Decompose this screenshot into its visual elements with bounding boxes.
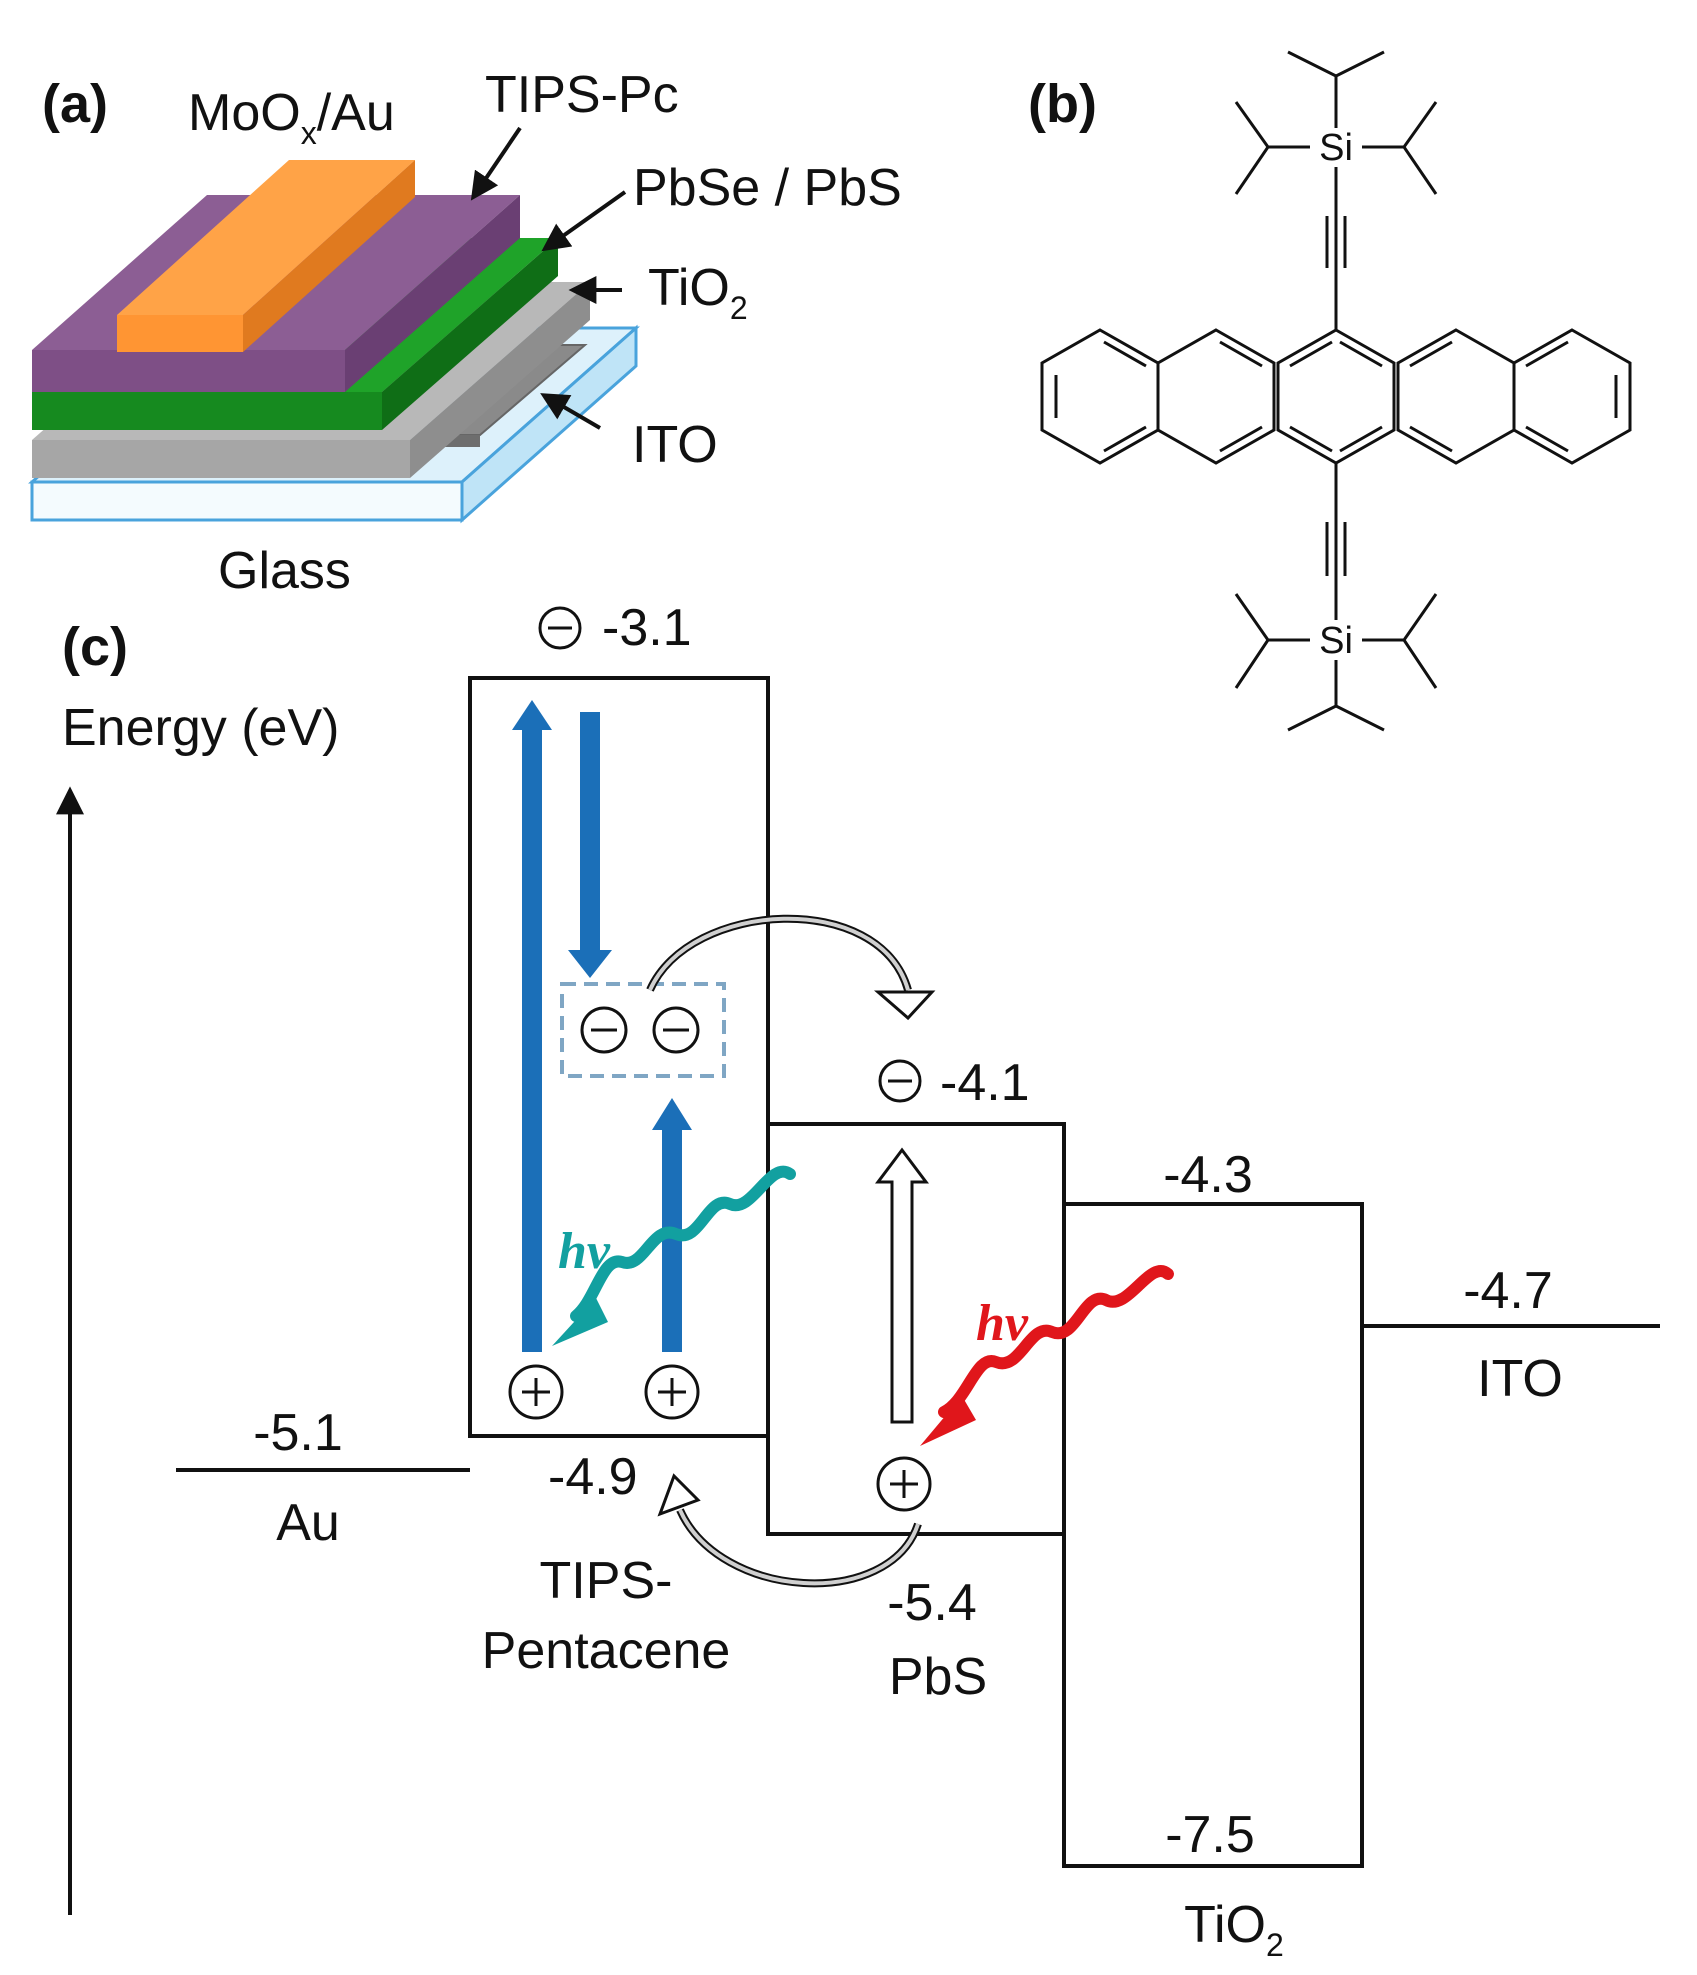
singlet-fission-arrow <box>568 712 612 978</box>
arrow-ito <box>540 393 602 430</box>
pbs-hole-icon <box>876 1456 932 1512</box>
panel-b: (b) Si <box>1028 50 1632 732</box>
ito-level-value: -4.7 <box>1463 1262 1553 1320</box>
triplet-electron-icon-1 <box>580 1006 628 1054</box>
photon-red-label: hν <box>976 1295 1029 1352</box>
pbs-cb-electron-icon <box>878 1059 922 1103</box>
pbs-cb-value: -4.1 <box>940 1054 1030 1112</box>
au-level-value: -5.1 <box>253 1404 343 1462</box>
panel-a: (a) <box>28 66 902 600</box>
panel-c-label: (c) <box>62 617 128 677</box>
ito-material-label: ITO <box>1477 1350 1563 1408</box>
triplet-pair-box <box>560 982 726 1078</box>
top-tips-group <box>1234 50 1438 330</box>
panel-b-label: (b) <box>1028 74 1097 134</box>
label-ito: ITO <box>632 416 718 474</box>
photon-teal-icon <box>552 1165 796 1346</box>
triplet-arrow <box>652 1098 692 1352</box>
tio2-vb-value: -7.5 <box>1165 1806 1255 1864</box>
label-glass: Glass <box>218 542 351 600</box>
electron-transfer-arrow <box>646 914 936 1021</box>
tips-material-label-1: TIPS- <box>540 1552 673 1610</box>
tips-pentacene-band <box>468 676 770 1438</box>
label-tio2: TiO2 <box>648 259 748 326</box>
tips-material-label-2: Pentacene <box>482 1622 731 1680</box>
pbs-excitation-arrow <box>875 1147 929 1424</box>
photon-red-icon <box>920 1265 1174 1446</box>
label-pbse-pbs: PbSe / PbS <box>633 159 902 217</box>
tips-hole-icon-2 <box>644 1364 700 1420</box>
panel-a-label: (a) <box>42 74 108 134</box>
pentacene-core <box>1040 328 1632 465</box>
au-material-label: Au <box>276 1494 340 1552</box>
arrow-pbse-pbs <box>541 190 627 252</box>
tips-lumo-value: -3.1 <box>602 599 692 657</box>
moox-au-electrode <box>117 160 415 352</box>
pbs-material-label: PbS <box>889 1648 987 1706</box>
photon-teal-label: hν <box>558 1223 611 1280</box>
tio2-cb-value: -4.3 <box>1163 1146 1253 1204</box>
pbs-vb-value: -5.4 <box>887 1574 977 1632</box>
panel-c: (c) Energy (eV) -5.1 Au -4.7 ITO -3.1 -4… <box>56 599 1660 1963</box>
tips-homo-value: -4.9 <box>548 1448 638 1506</box>
top-si-atom: Si <box>1319 127 1353 169</box>
tips-lumo-electron-icon <box>538 606 582 650</box>
arrow-tips-pc <box>470 126 522 201</box>
label-tips-pc: TIPS-Pc <box>485 66 679 124</box>
triplet-electron-icon-2 <box>652 1006 700 1054</box>
tips-hole-icon-1 <box>508 1364 564 1420</box>
tio2-band <box>1062 1202 1364 1868</box>
bottom-si-atom: Si <box>1319 620 1353 662</box>
singlet-excitation-arrow <box>512 700 552 1352</box>
energy-axis-label: Energy (eV) <box>62 699 339 757</box>
label-moox-au: MoOx/Au <box>188 84 395 151</box>
hole-transfer-arrow <box>657 1473 922 1588</box>
tio2-material-label: TiO2 <box>1184 1896 1284 1963</box>
bottom-tips-group <box>1234 463 1438 732</box>
